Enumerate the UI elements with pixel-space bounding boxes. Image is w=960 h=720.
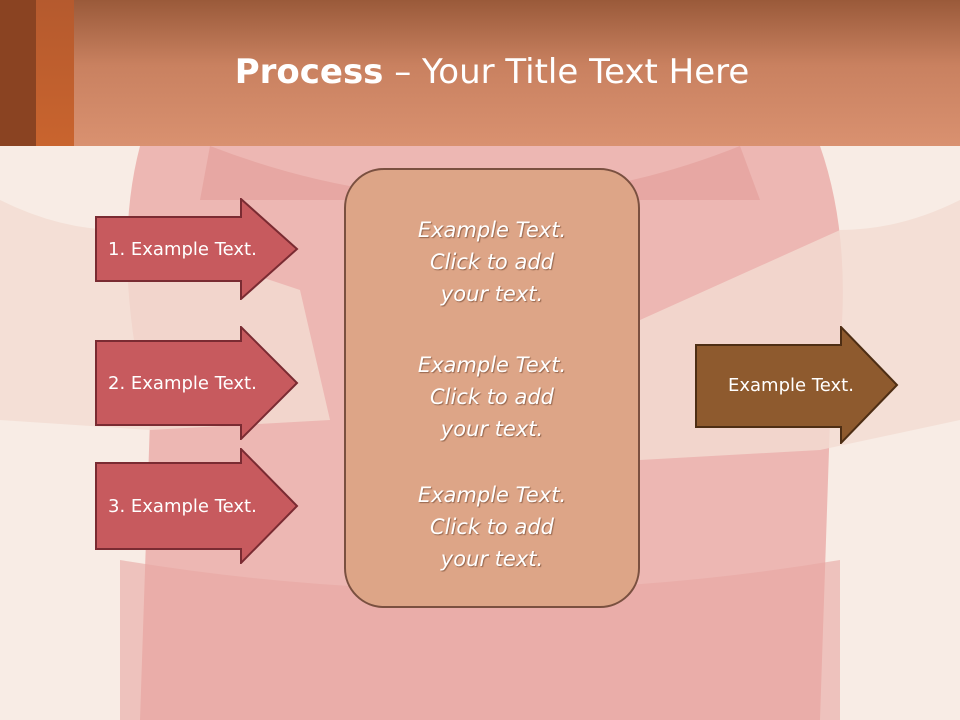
text-block-2-line-3: your text. bbox=[440, 417, 544, 441]
output-arrow-label: Example Text. bbox=[728, 374, 854, 396]
text-block-1-line-2: Click to add bbox=[429, 250, 554, 274]
step-arrow-2-label: 2. Example Text. bbox=[108, 372, 257, 394]
text-block-1: Example Text. Click to add your text. bbox=[346, 214, 638, 310]
title-bar bbox=[0, 0, 960, 146]
title-bold: Process bbox=[234, 52, 384, 92]
text-block-3-line-3: your text. bbox=[440, 547, 544, 571]
text-block-1-line-1: Example Text. bbox=[417, 218, 567, 242]
header-accent-stripe-light bbox=[36, 0, 74, 146]
slide-title: Process – Your Title Text Here bbox=[0, 52, 960, 92]
output-arrow: Example Text. bbox=[695, 326, 899, 444]
text-block-3-line-1: Example Text. bbox=[417, 483, 567, 507]
text-block-1-line-3: your text. bbox=[440, 282, 544, 306]
text-block-3-line-2: Click to add bbox=[429, 515, 554, 539]
center-text-box: Example Text. Click to add your text. Ex… bbox=[344, 168, 640, 608]
text-block-2-line-2: Click to add bbox=[429, 385, 554, 409]
step-arrow-1: 1. Example Text. bbox=[95, 198, 299, 300]
step-arrow-3-label: 3. Example Text. bbox=[108, 495, 257, 517]
step-arrow-3: 3. Example Text. bbox=[95, 448, 299, 564]
title-rest: – Your Title Text Here bbox=[383, 52, 750, 92]
step-arrow-2: 2. Example Text. bbox=[95, 326, 299, 440]
text-block-2: Example Text. Click to add your text. bbox=[346, 349, 638, 445]
header-accent-stripe bbox=[0, 0, 36, 146]
text-block-3: Example Text. Click to add your text. bbox=[346, 479, 638, 575]
step-arrow-1-label: 1. Example Text. bbox=[108, 238, 257, 260]
text-block-2-line-1: Example Text. bbox=[417, 353, 567, 377]
